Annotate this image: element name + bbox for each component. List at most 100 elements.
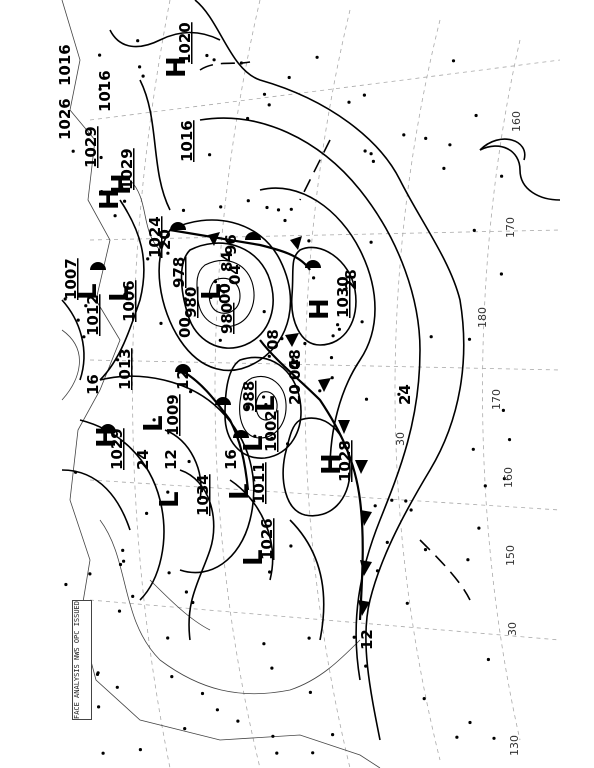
legend-panel-text: SURFACE ANALYSIS NWS OPC ISSUED <box>73 601 81 720</box>
station-dot <box>146 257 150 261</box>
station-dot <box>424 136 428 140</box>
isobar-value-label: 20 <box>156 229 174 250</box>
lon-label: 150 <box>504 545 517 566</box>
station-dot <box>101 751 105 755</box>
isobar-value-label: 84 <box>218 251 236 272</box>
station-dot <box>219 205 223 209</box>
station-dot <box>115 685 119 689</box>
station-dot <box>183 727 187 731</box>
low-1034-symbol: L <box>155 491 185 508</box>
isobar-value-label: 00 <box>176 317 194 338</box>
station-dot <box>307 239 311 243</box>
station-dot <box>369 152 373 156</box>
warm-front-semicircles <box>90 222 321 438</box>
station-dot <box>499 272 503 276</box>
station-dot <box>451 59 456 63</box>
station-dot <box>208 153 212 157</box>
station-dot <box>442 166 446 170</box>
coastlines <box>61 0 381 768</box>
station-plots <box>63 39 512 755</box>
low-1012-symbol: L <box>73 283 103 300</box>
station-dot <box>82 335 86 339</box>
station-dot <box>64 582 68 587</box>
isobar-value-label: 12 <box>358 629 376 650</box>
station-dot <box>291 358 295 362</box>
station-dot <box>136 39 140 43</box>
station-dot <box>303 341 307 346</box>
low-1013-value: 1013 <box>116 348 134 390</box>
station-dot <box>502 477 506 481</box>
station-dot <box>167 571 171 575</box>
low-1006-symbol: L <box>105 285 135 302</box>
station-dot <box>166 251 170 255</box>
fronts <box>90 222 372 621</box>
high-central-symbol: H <box>317 453 347 475</box>
station-dot <box>404 499 408 503</box>
station-dot <box>308 690 312 695</box>
station-dot <box>270 666 274 670</box>
lon-label: 130 <box>508 735 521 756</box>
lon-label: 160 <box>510 111 523 132</box>
station-dot <box>307 636 311 640</box>
station-dot <box>507 438 512 442</box>
station-dot <box>218 338 222 342</box>
station-dot <box>466 558 470 562</box>
station-dot <box>89 294 94 298</box>
lat-label: 30 <box>506 622 519 636</box>
high-east-value: 1030 <box>334 276 352 318</box>
station-dot <box>166 636 170 640</box>
low-1006-value: 1006 <box>120 280 138 322</box>
station-dot <box>145 511 149 515</box>
station-dot <box>311 751 315 755</box>
station-dot <box>448 143 452 147</box>
station-dot <box>474 113 478 118</box>
station-dot <box>71 149 75 153</box>
low-1034-value: 1034 <box>194 474 212 516</box>
isobar-value-label: 00 <box>216 283 234 304</box>
low-main-c-value: 980 <box>218 303 236 334</box>
station-dot <box>360 320 364 324</box>
station-dot <box>245 405 249 409</box>
station-dot <box>429 335 433 339</box>
low-1002-value: 1002 <box>262 410 280 452</box>
high-top-symbol: H <box>162 56 192 78</box>
station-dot <box>352 635 356 639</box>
isobar-value-label: 04 <box>226 264 244 285</box>
station-dot <box>483 484 487 488</box>
station-dot <box>264 403 268 407</box>
isobar-value-label: 16 <box>222 449 240 470</box>
station-dot <box>336 323 340 327</box>
station-dot <box>76 318 80 322</box>
station-dot <box>405 601 409 605</box>
station-dot <box>152 418 156 422</box>
station-dot <box>200 691 205 696</box>
isobar-value-label: 08 <box>264 329 282 350</box>
graticule <box>89 0 561 768</box>
station-dot <box>138 65 142 69</box>
station-dot <box>363 149 367 153</box>
low-main-value: 978 <box>170 257 188 288</box>
station-dot <box>262 642 266 646</box>
station-dot <box>397 392 401 396</box>
high-west-value: 1029 <box>108 428 126 470</box>
low-1012-value: 1012 <box>84 294 102 336</box>
station-dot <box>222 290 226 294</box>
station-dot <box>276 208 281 212</box>
isobar-value-label: 96 <box>222 234 240 255</box>
isobar-value-label: 20 <box>286 384 304 405</box>
station-dot <box>271 734 275 738</box>
lon-label: 160 <box>502 467 515 488</box>
station-dot <box>385 540 389 545</box>
station-dot <box>95 672 100 677</box>
high-top-value: 1020 <box>176 22 194 64</box>
station-dot <box>347 100 351 104</box>
station-dot <box>362 93 366 97</box>
low-1024-value: 1024 <box>146 216 164 258</box>
station-dot <box>423 548 428 552</box>
high-top-b-value: 1016 <box>178 120 196 162</box>
station-dot <box>409 508 413 512</box>
station-dot <box>315 55 319 59</box>
grid-labels: 160 170 180 170 160 150 130 30 30 <box>394 111 523 756</box>
station-dot <box>318 389 322 393</box>
